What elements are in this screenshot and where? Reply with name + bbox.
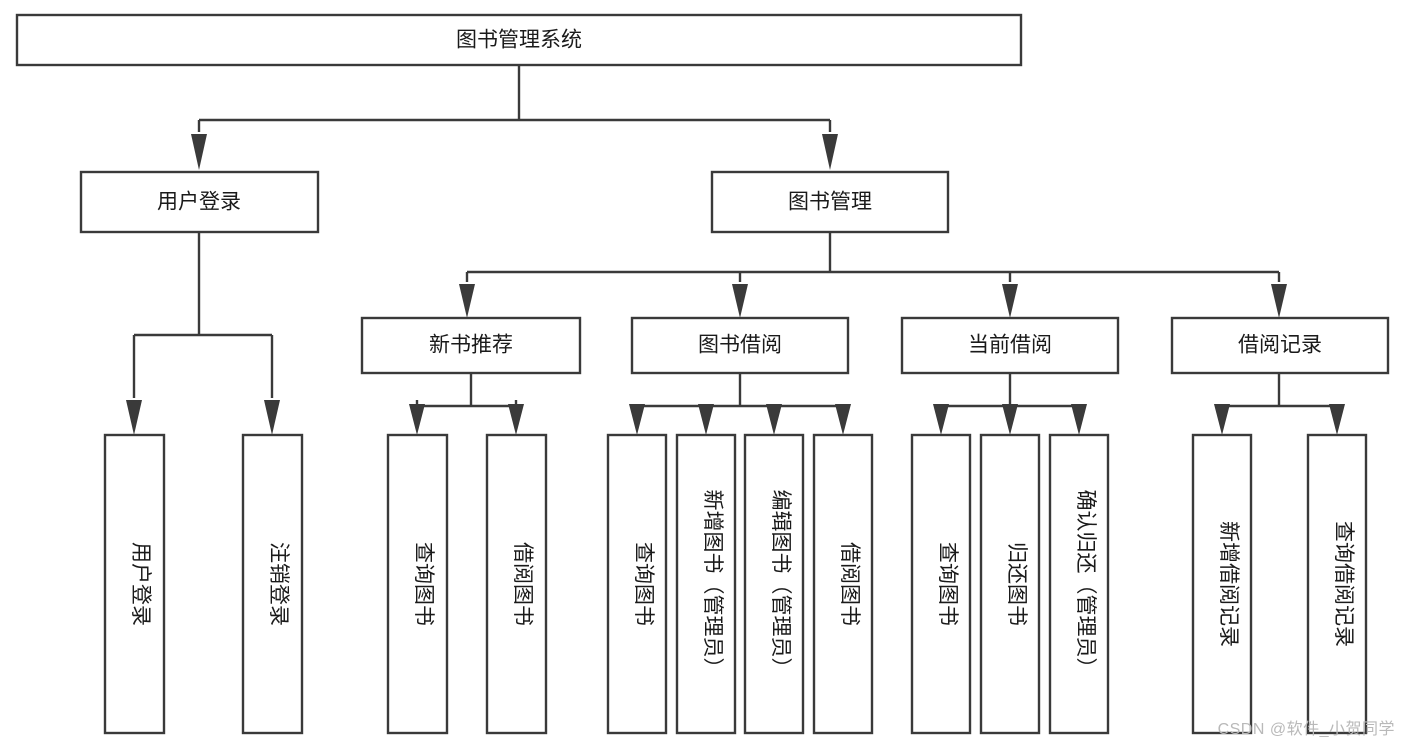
leaf-current-borrow-3-box[interactable]	[1048, 433, 1110, 735]
arrow-root-to-manage	[822, 134, 838, 170]
leaf-current-borrow-2-label: 归还图书	[1005, 542, 1028, 626]
node-book-management-label: 图书管理	[788, 191, 872, 214]
arrow-root-to-login	[191, 134, 207, 170]
arrow-borrow-l2	[698, 404, 714, 435]
node-borrow-record[interactable]: 借阅记录	[1170, 316, 1390, 375]
leaf-current-borrow-3[interactable]: 确认归还（管理员）	[1048, 433, 1110, 735]
leaf-current-borrow-2-box[interactable]	[979, 433, 1041, 735]
leaf-current-borrow-1-label: 查询图书	[936, 542, 959, 626]
node-book-borrow-label: 图书借阅	[698, 334, 782, 357]
leaf-current-borrow-1[interactable]: 查询图书	[910, 433, 972, 735]
arrow-current-l2	[1002, 404, 1018, 435]
leaf-borrow-book-3[interactable]: 编辑图书（管理员）	[743, 433, 805, 735]
arrow-manage-b3	[1002, 284, 1018, 318]
leaf-borrow-book-1-label: 查询图书	[632, 542, 655, 626]
leaf-user-login-1-label: 用户登录	[129, 542, 152, 626]
leaf-new-book-1-label: 查询图书	[412, 542, 435, 626]
arrow-newbook-l2	[508, 404, 524, 435]
leaf-borrow-record-2[interactable]: 查询借阅记录	[1306, 433, 1368, 735]
arrow-manage-b2	[732, 284, 748, 318]
leaf-user-login-1-box[interactable]	[103, 433, 166, 735]
node-root-label: 图书管理系统	[456, 29, 582, 52]
node-current-borrow[interactable]: 当前借阅	[900, 316, 1120, 375]
leaf-borrow-record-2-box[interactable]	[1306, 433, 1368, 735]
node-new-book-recommend-box[interactable]	[360, 316, 582, 375]
arrow-record-l1	[1214, 404, 1230, 435]
leaf-borrow-record-1-label: 新增借阅记录	[1217, 521, 1240, 647]
leaf-borrow-book-3-box[interactable]	[743, 433, 805, 735]
node-user-login-box[interactable]	[79, 170, 320, 234]
leaf-new-book-1[interactable]: 查询图书	[386, 433, 449, 735]
arrow-current-l1	[933, 404, 949, 435]
node-root[interactable]: 图书管理系统	[15, 13, 1023, 67]
node-new-book-recommend[interactable]: 新书推荐	[360, 316, 582, 375]
leaf-new-book-1-box[interactable]	[386, 433, 449, 735]
leaf-current-borrow-2[interactable]: 归还图书	[979, 433, 1041, 735]
node-book-management[interactable]: 图书管理	[710, 170, 950, 234]
node-current-borrow-label: 当前借阅	[968, 334, 1052, 357]
leaf-borrow-book-1-box[interactable]	[606, 433, 668, 735]
leaf-current-borrow-3-label: 确认归还（管理员）	[1074, 490, 1097, 679]
leaf-current-borrow-1-box[interactable]	[910, 433, 972, 735]
leaf-borrow-book-4-box[interactable]	[812, 433, 874, 735]
leaf-borrow-book-2[interactable]: 新增图书（管理员）	[675, 433, 737, 735]
node-user-login[interactable]: 用户登录	[79, 170, 320, 234]
connector-group	[126, 66, 1345, 435]
arrow-borrow-l4	[835, 404, 851, 435]
leaf-user-login-2[interactable]: 注销登录	[241, 433, 304, 735]
leaf-user-login-2-label: 注销登录	[267, 542, 290, 626]
arrow-manage-b4	[1271, 284, 1287, 318]
arrow-manage-b1	[459, 284, 475, 318]
leaf-new-book-2-box[interactable]	[485, 433, 548, 735]
leaf-borrow-record-1-box[interactable]	[1191, 433, 1253, 735]
arrow-borrow-l3	[766, 404, 782, 435]
node-new-book-recommend-label: 新书推荐	[429, 334, 513, 357]
arrow-newbook-l1	[409, 404, 425, 435]
node-root-box[interactable]	[15, 13, 1023, 67]
node-book-borrow-box[interactable]	[630, 316, 850, 375]
node-book-management-box[interactable]	[710, 170, 950, 234]
node-borrow-record-label: 借阅记录	[1238, 334, 1322, 357]
leaf-new-book-2[interactable]: 借阅图书	[485, 433, 548, 735]
leaf-borrow-book-1[interactable]: 查询图书	[606, 433, 668, 735]
leaf-borrow-book-2-label: 新增图书（管理员）	[701, 490, 724, 679]
leaf-borrow-book-4-label: 借阅图书	[838, 542, 861, 626]
arrow-borrow-l1	[629, 404, 645, 435]
node-current-borrow-box[interactable]	[900, 316, 1120, 375]
leaf-borrow-record-2-label: 查询借阅记录	[1332, 521, 1355, 647]
arrow-record-l2	[1329, 404, 1345, 435]
node-book-borrow[interactable]: 图书借阅	[630, 316, 850, 375]
leaf-borrow-record-1[interactable]: 新增借阅记录	[1191, 433, 1253, 735]
leaf-borrow-book-3-label: 编辑图书（管理员）	[769, 490, 792, 679]
leaf-user-login-2-box[interactable]	[241, 433, 304, 735]
leaf-user-login-1[interactable]: 用户登录	[103, 433, 166, 735]
leaf-new-book-2-label: 借阅图书	[511, 542, 534, 626]
node-borrow-record-box[interactable]	[1170, 316, 1390, 375]
arrow-login-leaf1	[126, 400, 142, 435]
leaf-borrow-book-4[interactable]: 借阅图书	[812, 433, 874, 735]
arrow-login-leaf2	[264, 400, 280, 435]
node-user-login-label: 用户登录	[157, 191, 241, 214]
leaf-borrow-book-2-box[interactable]	[675, 433, 737, 735]
arrow-current-l3	[1071, 404, 1087, 435]
